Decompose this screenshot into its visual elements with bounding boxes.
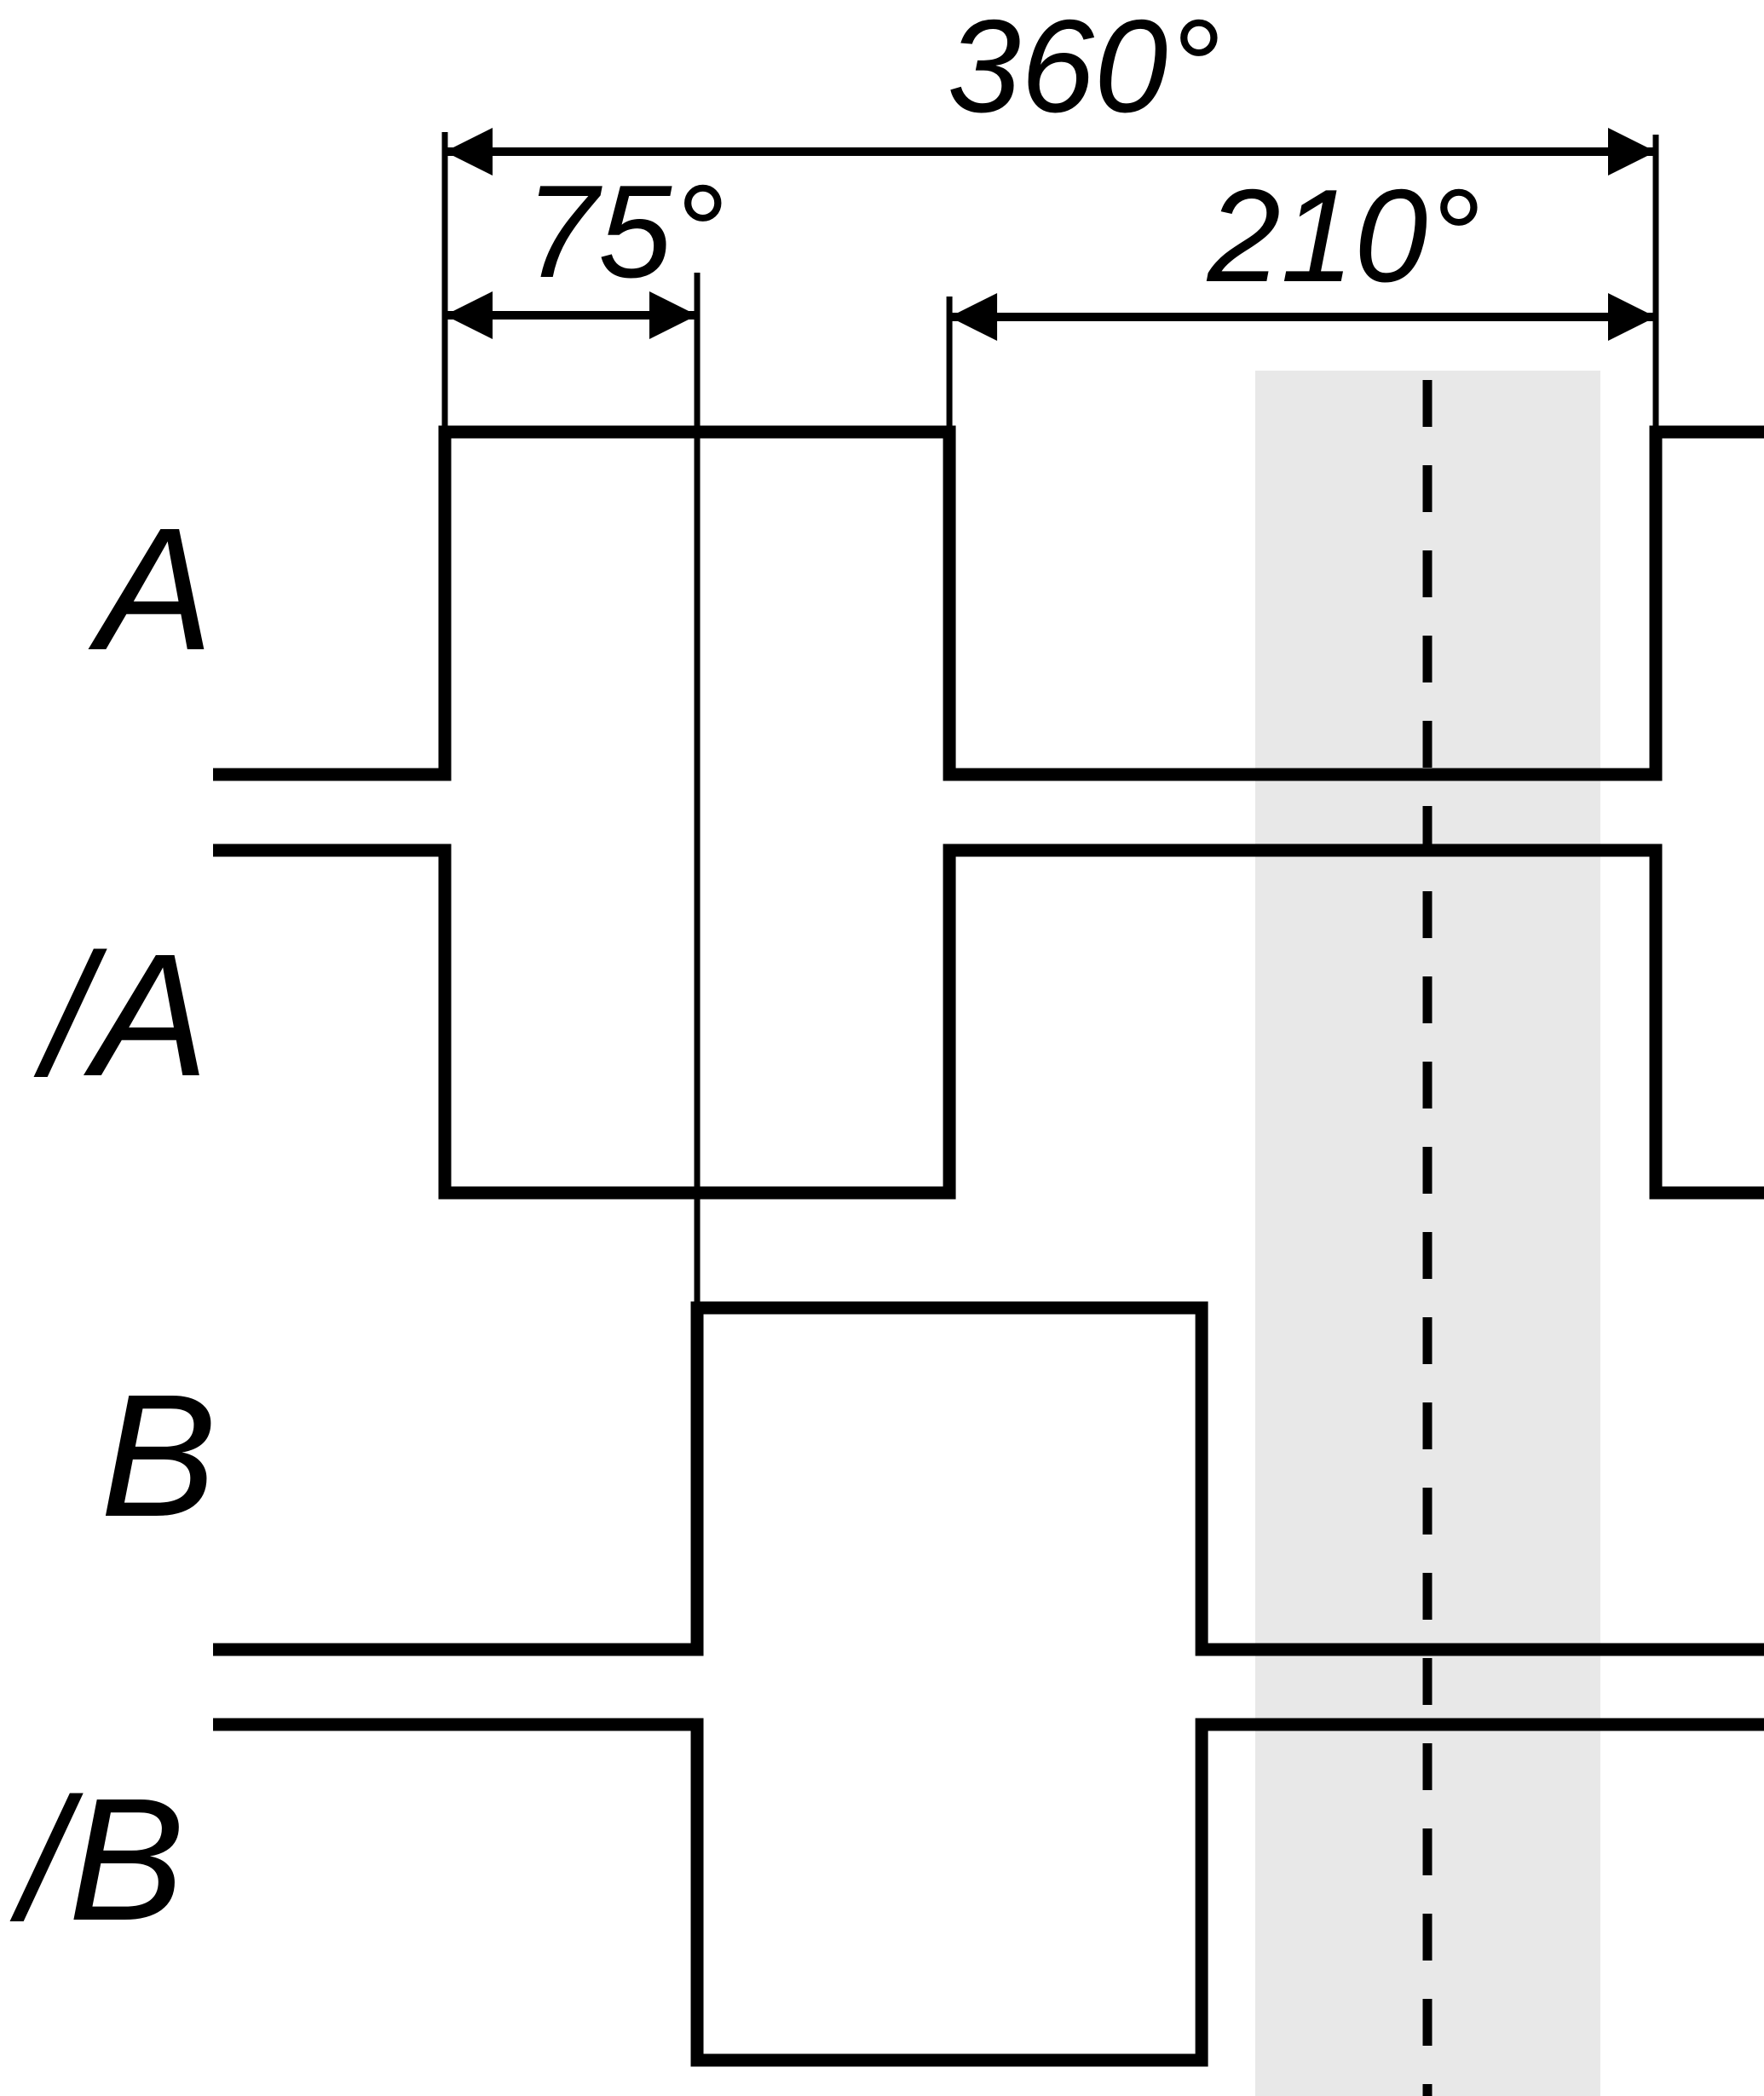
waveform-b [213,1301,1764,1656]
arrowhead-right-dim-360 [1608,128,1656,176]
waveform-not-a [213,844,1764,1200]
signal-label-b: B [101,1358,217,1553]
arrowhead-left-dim-210 [949,293,998,341]
arrowhead-left-dim-75 [445,291,493,339]
waveform-not-b [213,1718,1764,2067]
dimension-label-dim-360: 360° [948,0,1221,140]
signal-label-not-a: /A [33,918,209,1113]
dimension-label-dim-210: 210° [1207,162,1481,309]
dimension-label-dim-75: 75° [525,158,724,305]
arrowhead-right-dim-75 [649,291,698,339]
waveform-a [213,425,1764,781]
arrowhead-left-dim-360 [445,128,493,176]
signal-label-not-b: /B [9,1762,185,1957]
arrowhead-right-dim-210 [1608,293,1656,341]
signal-label-a: A [88,492,214,687]
